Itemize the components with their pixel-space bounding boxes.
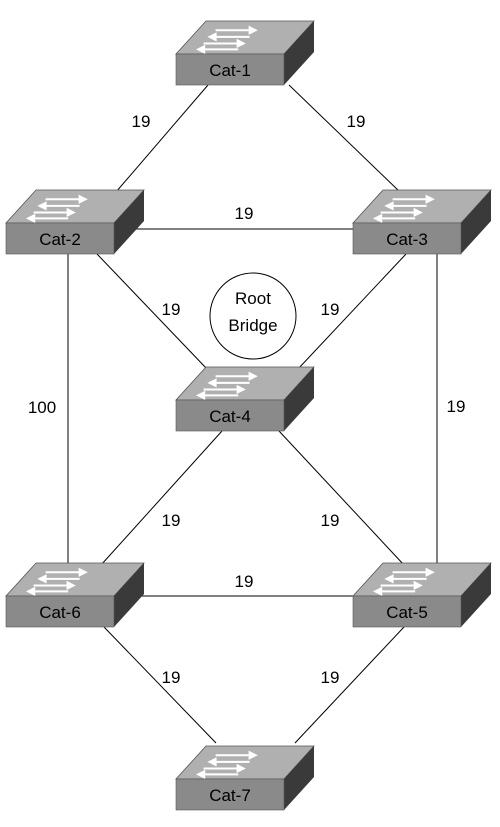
arrow-icon	[203, 384, 246, 395]
switch-front-face	[5, 595, 115, 628]
switch-cat3: Cat-3	[352, 189, 492, 255]
link-cost-cat6-cat7: 19	[162, 668, 181, 687]
switch-label: Cat-6	[39, 603, 81, 622]
link-cat4-cat6	[100, 430, 223, 566]
root-bridge-line2: Bridge	[228, 316, 277, 335]
link-cat1-cat3	[288, 84, 401, 193]
root-bridge-marker: Root Bridge	[209, 272, 297, 360]
link-cost-cat2-cat6: 100	[28, 398, 56, 417]
link-cat2-cat4	[96, 253, 208, 370]
switch-label: Cat-3	[386, 230, 428, 249]
switch-label: Cat-1	[209, 61, 251, 80]
link-cost-cat4-cat5: 19	[321, 511, 340, 530]
arrow-icon	[372, 213, 416, 223]
switch-side-face	[114, 190, 144, 254]
switch-cat4: Cat-4	[175, 366, 315, 432]
link-cost-cat4-cat6: 19	[162, 511, 181, 530]
arrow-icon	[25, 586, 69, 596]
link-cost-cat6-cat5: 19	[235, 572, 254, 591]
arrow-icon	[384, 201, 427, 211]
switch-front-face	[352, 595, 462, 628]
switch-arrows-icon	[195, 371, 258, 400]
arrow-icon	[207, 32, 250, 42]
arrow-icon	[215, 750, 258, 760]
link-cost-cat2-cat4: 19	[162, 300, 181, 319]
arrow-icon	[380, 207, 423, 218]
switch-front-face	[175, 778, 285, 811]
switch-label: Cat-2	[39, 230, 81, 249]
arrow-icon	[195, 44, 239, 54]
switch-arrows-icon	[25, 567, 88, 596]
arrow-icon	[203, 38, 246, 49]
arrow-icon	[203, 763, 246, 774]
arrow-icon	[207, 757, 250, 767]
arrow-icon	[33, 207, 76, 218]
switch-side-face	[284, 367, 314, 431]
switch-arrows-icon	[195, 750, 258, 779]
switch-label: Cat-7	[209, 786, 251, 805]
switch-cat2: Cat-2	[5, 189, 145, 255]
links-layer	[67, 84, 438, 744]
arrow-icon	[392, 567, 435, 577]
arrow-icon	[215, 25, 258, 35]
switch-cat6: Cat-6	[5, 562, 145, 628]
arrow-icon	[384, 574, 427, 584]
root-bridge-line1: Root	[235, 289, 271, 308]
switch-side-face	[114, 563, 144, 627]
link-cat5-cat7	[294, 626, 405, 744]
switch-front-face	[175, 53, 285, 86]
arrow-icon	[215, 371, 258, 381]
link-cost-cat5-cat7: 19	[321, 668, 340, 687]
switch-side-face	[461, 563, 491, 627]
arrow-icon	[195, 390, 239, 400]
switch-arrows-icon	[25, 194, 88, 223]
costs-layer: 19 19 19 19 19 100 19 19 19 19 19 19	[28, 112, 466, 687]
arrow-icon	[380, 580, 423, 591]
link-cost-cat1-cat3: 19	[347, 112, 366, 131]
link-cat4-cat5	[278, 430, 405, 566]
link-cat6-cat7	[103, 626, 217, 744]
arrow-icon	[37, 574, 80, 584]
switch-arrows-icon	[372, 567, 435, 596]
switch-label: Cat-5	[386, 603, 428, 622]
switch-cat7: Cat-7	[175, 745, 315, 811]
switch-arrows-icon	[372, 194, 435, 223]
switch-label: Cat-4	[209, 407, 251, 426]
link-cost-cat3-cat4: 19	[321, 300, 340, 319]
link-cost-cat2-cat3: 19	[235, 204, 254, 223]
switch-side-face	[461, 190, 491, 254]
root-bridge-circle	[209, 272, 297, 360]
switch-front-face	[175, 399, 285, 432]
link-cat1-cat2	[115, 84, 209, 193]
link-cat3-cat4	[297, 253, 407, 370]
arrow-icon	[195, 769, 239, 779]
switch-side-face	[284, 746, 314, 810]
arrow-icon	[372, 586, 416, 596]
switch-front-face	[5, 222, 115, 255]
arrow-icon	[33, 580, 76, 591]
switch-side-face	[284, 21, 314, 85]
switch-front-face	[352, 222, 462, 255]
switch-cat5: Cat-5	[352, 562, 492, 628]
link-cost-cat1-cat2: 19	[132, 112, 151, 131]
switch-cat1: Cat-1	[175, 20, 315, 86]
arrow-icon	[45, 194, 88, 204]
switch-arrows-icon	[195, 25, 258, 54]
arrow-icon	[207, 378, 250, 388]
link-cost-cat3-cat5: 19	[447, 397, 466, 416]
arrow-icon	[392, 194, 435, 204]
arrow-icon	[45, 567, 88, 577]
arrow-icon	[25, 213, 69, 223]
arrow-icon	[37, 201, 80, 211]
